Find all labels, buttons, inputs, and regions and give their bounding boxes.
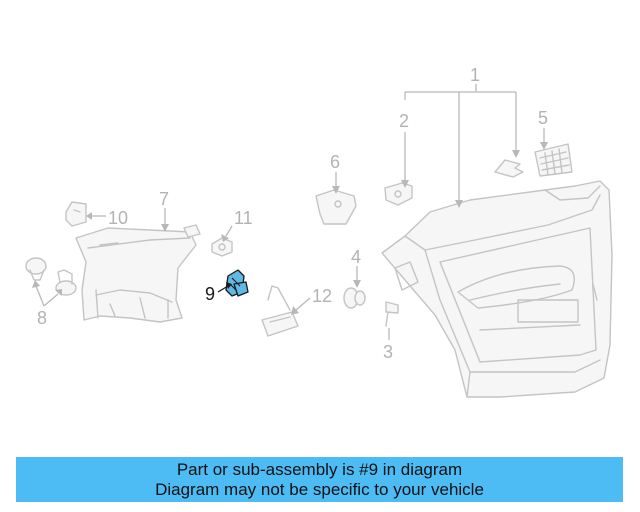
part-9-fastener[interactable] bbox=[225, 269, 249, 297]
callout-12: 12 bbox=[312, 286, 332, 306]
part-4-grommet bbox=[343, 287, 366, 309]
banner-line-disclaimer: Diagram may not be specific to your vehi… bbox=[155, 479, 484, 499]
part-7-top-clip bbox=[183, 224, 201, 238]
callout-9[interactable]: 9 bbox=[205, 284, 215, 304]
callout-11: 11 bbox=[234, 208, 253, 228]
callout-10: 10 bbox=[108, 208, 128, 228]
part-10-clip bbox=[65, 201, 87, 227]
callout-2: 2 bbox=[399, 111, 409, 131]
part-12-hook bbox=[261, 285, 299, 337]
leader-lines bbox=[32, 84, 548, 340]
callout-6: 6 bbox=[330, 152, 340, 172]
callout-4: 4 bbox=[351, 247, 361, 267]
callout-5: 5 bbox=[538, 108, 548, 128]
part-3-screw bbox=[385, 301, 399, 327]
quarter-trim-panel bbox=[381, 180, 613, 398]
banner-line-part: Part or sub-assembly is #9 in diagram bbox=[176, 459, 463, 479]
callout-3: 3 bbox=[383, 342, 393, 362]
part-2-clip bbox=[384, 182, 413, 206]
leader-line-9 bbox=[217, 282, 232, 293]
callout-1: 1 bbox=[470, 65, 480, 85]
part-8-push-clips bbox=[25, 257, 77, 296]
part-6-bracket bbox=[315, 189, 357, 225]
part-5-vent bbox=[534, 143, 573, 177]
part-7-pillar-trim bbox=[75, 227, 197, 323]
callout-8: 8 bbox=[37, 308, 47, 328]
part-11-nut bbox=[211, 237, 233, 257]
info-banner: Part or sub-assembly is #9 in diagram Di… bbox=[16, 457, 623, 502]
part-1-retainer bbox=[494, 159, 524, 178]
parts-diagram: 1 2 3 4 5 6 7 8 9 10 11 12 bbox=[25, 65, 613, 398]
callout-7: 7 bbox=[159, 189, 169, 209]
